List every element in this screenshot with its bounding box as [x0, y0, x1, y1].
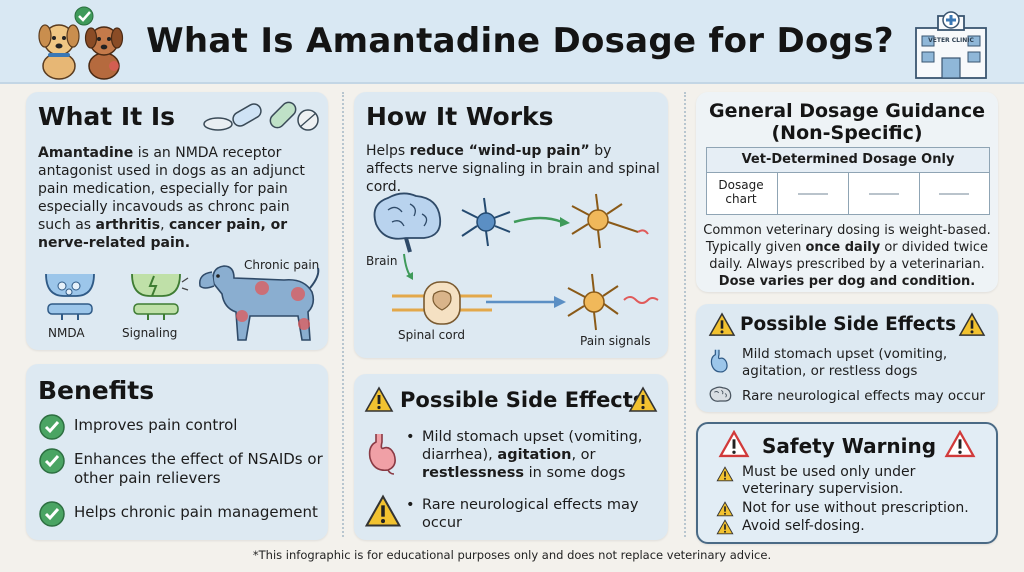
side-effects-heading: Possible Side Effects	[400, 388, 646, 412]
side-effect-item: •Mild stomach upset (vomiting, diarrhea)…	[406, 429, 643, 481]
spinal-cord-label: Spinal cord	[398, 328, 465, 342]
safety-warning-panel: Safety Warning Must be used only under v…	[696, 422, 998, 544]
how-text-1: Helps	[366, 143, 410, 159]
nmda-label: NMDA	[48, 326, 85, 340]
signaling-receptor-icon	[131, 273, 189, 320]
clinic-sign-text: VETER CLINIC	[928, 37, 974, 44]
once-daily-term: once daily	[805, 240, 881, 255]
how-text-2: by affects nerve signaling in brain and …	[366, 143, 660, 195]
brain-icon	[373, 192, 442, 253]
neuron-icon	[567, 273, 659, 331]
agitation-term: agitation	[497, 447, 572, 463]
warning-icon	[716, 466, 734, 482]
dosage-value-cell	[849, 173, 920, 214]
how-it-works-panel: How It Works Helps reduce “wind-up pain”…	[354, 92, 668, 358]
dogs-with-checkmark-icon	[38, 6, 124, 80]
warning-icon	[708, 312, 736, 336]
what-it-is-text: is an NMDA receptor antagonist used in d…	[38, 145, 305, 233]
brain-icon	[709, 386, 732, 402]
neuron-icon	[461, 197, 511, 247]
pills-icon	[203, 101, 319, 131]
column-divider	[342, 92, 344, 537]
warning-icon	[718, 430, 750, 458]
side-effect-right-item: Mild stomach upset (vomiting, agitation,…	[742, 346, 948, 379]
arrow-right-icon	[486, 296, 566, 308]
chronic-pain-label: Chronic pain	[244, 258, 320, 272]
warning-icon	[944, 430, 976, 458]
how-it-works-heading: How It Works	[366, 102, 554, 131]
benefits-panel: Benefits	[26, 364, 328, 540]
brain-label: Brain	[366, 254, 398, 268]
warning-icon	[716, 501, 734, 517]
check-circle-icon	[39, 414, 65, 440]
warning-icon	[364, 386, 394, 412]
dosage-subheading: (Non-Specific)	[771, 122, 923, 144]
benefit-text: Helps chronic pain management	[74, 503, 318, 521]
column-divider	[684, 92, 686, 537]
dose-varies-term: Dose varies per dog and condition.	[718, 274, 976, 289]
header-banner: What Is Amantadine Dosage for Dogs? VETE…	[0, 0, 1024, 84]
dosage-row-label: Dosage chart	[718, 178, 764, 206]
dosage-value-cell	[778, 173, 849, 214]
check-circle-icon	[39, 448, 65, 474]
dosage-row-label-cell: Dosage chart	[707, 173, 778, 214]
warning-icon	[716, 519, 734, 535]
benefit-text: Enhances the effect of NSAIDs or other p…	[74, 450, 323, 487]
stomach-icon	[710, 349, 728, 373]
dosage-table-header: Vet-Determined Dosage Only	[707, 148, 989, 173]
side-effect-text: Mild stomach upset (vomiting, diarrhea),	[422, 429, 643, 463]
what-it-is-panel: What It Is Amantadine is an NMDA recepto…	[26, 92, 328, 350]
what-it-is-heading: What It Is	[38, 102, 176, 131]
dog-pain-points-icon	[199, 265, 320, 341]
spinal-cord-icon	[392, 281, 492, 325]
pain-signals-label: Pain signals	[580, 334, 651, 348]
safety-item: Must be used only under veterinary super…	[742, 464, 916, 497]
side-effect-right-item: Rare neurological effects may occur	[742, 388, 986, 404]
benefits-heading: Benefits	[38, 376, 155, 405]
wind-up-pain-term: reduce “wind-up pain”	[409, 143, 590, 159]
safety-item: Avoid self-dosing.	[742, 518, 865, 534]
neuron-icon	[571, 193, 649, 249]
nmda-receptor-icon	[45, 273, 95, 320]
side-effect-item: •Rare neurological effects may occur	[406, 497, 639, 531]
pain-types-term: cancer pain, or nerve-related pain.	[38, 217, 288, 251]
arrow-right-icon	[513, 216, 570, 227]
side-effect-text: , or	[571, 447, 596, 463]
drug-name: Amantadine	[38, 145, 134, 161]
page-title: What Is Amantadine Dosage for Dogs?	[146, 21, 894, 61]
dosage-description: Common veterinary dosing is weight-based…	[700, 222, 994, 290]
warning-icon	[958, 312, 986, 336]
warning-icon	[364, 494, 402, 527]
restlessness-term: restlessness	[422, 465, 525, 481]
vet-clinic-building-icon: VETER CLINIC	[915, 11, 987, 79]
dosage-value-cell	[920, 173, 988, 214]
dosage-heading: General Dosage Guidance	[708, 100, 985, 122]
how-it-works-description: Helps reduce “wind-up pain” by affects n…	[366, 142, 662, 196]
warning-icon	[628, 386, 658, 412]
side-effects-right-heading: Possible Side Effects	[740, 314, 957, 335]
benefit-text: Improves pain control	[74, 416, 238, 434]
dosage-table-row: Dosage chart	[707, 173, 989, 214]
dosage-text: Common veterinary dosing is weight-based…	[703, 223, 991, 255]
safety-warning-heading: Safety Warning	[762, 434, 937, 458]
side-effects-panel: Possible Side Effects •Mild stomach upse…	[354, 374, 668, 540]
arrow-down-icon	[403, 253, 413, 280]
side-effects-right-panel: Possible Side Effects Mild stomach upset…	[696, 304, 998, 412]
footer-disclaimer: *This infographic is for educational pur…	[252, 548, 772, 562]
safety-item: Not for use without prescription.	[742, 500, 969, 516]
side-effect-text: in some dogs	[524, 465, 626, 481]
dosage-text: or divided twice daily. Always prescribe…	[709, 240, 989, 272]
separator-text: ,	[160, 217, 169, 233]
what-it-is-description: Amantadine is an NMDA receptor antagonis…	[38, 144, 320, 252]
stomach-icon	[368, 434, 396, 475]
signaling-label: Signaling	[122, 326, 178, 340]
arthritis-term: arthritis	[95, 217, 161, 233]
dosage-table: Vet-Determined Dosage Only Dosage chart	[706, 147, 990, 215]
check-circle-icon	[39, 501, 65, 527]
side-effect-text: Rare neurological effects may occur	[422, 497, 639, 531]
side-effects-list: •Mild stomach upset (vomiting, diarrhea)…	[406, 428, 662, 482]
